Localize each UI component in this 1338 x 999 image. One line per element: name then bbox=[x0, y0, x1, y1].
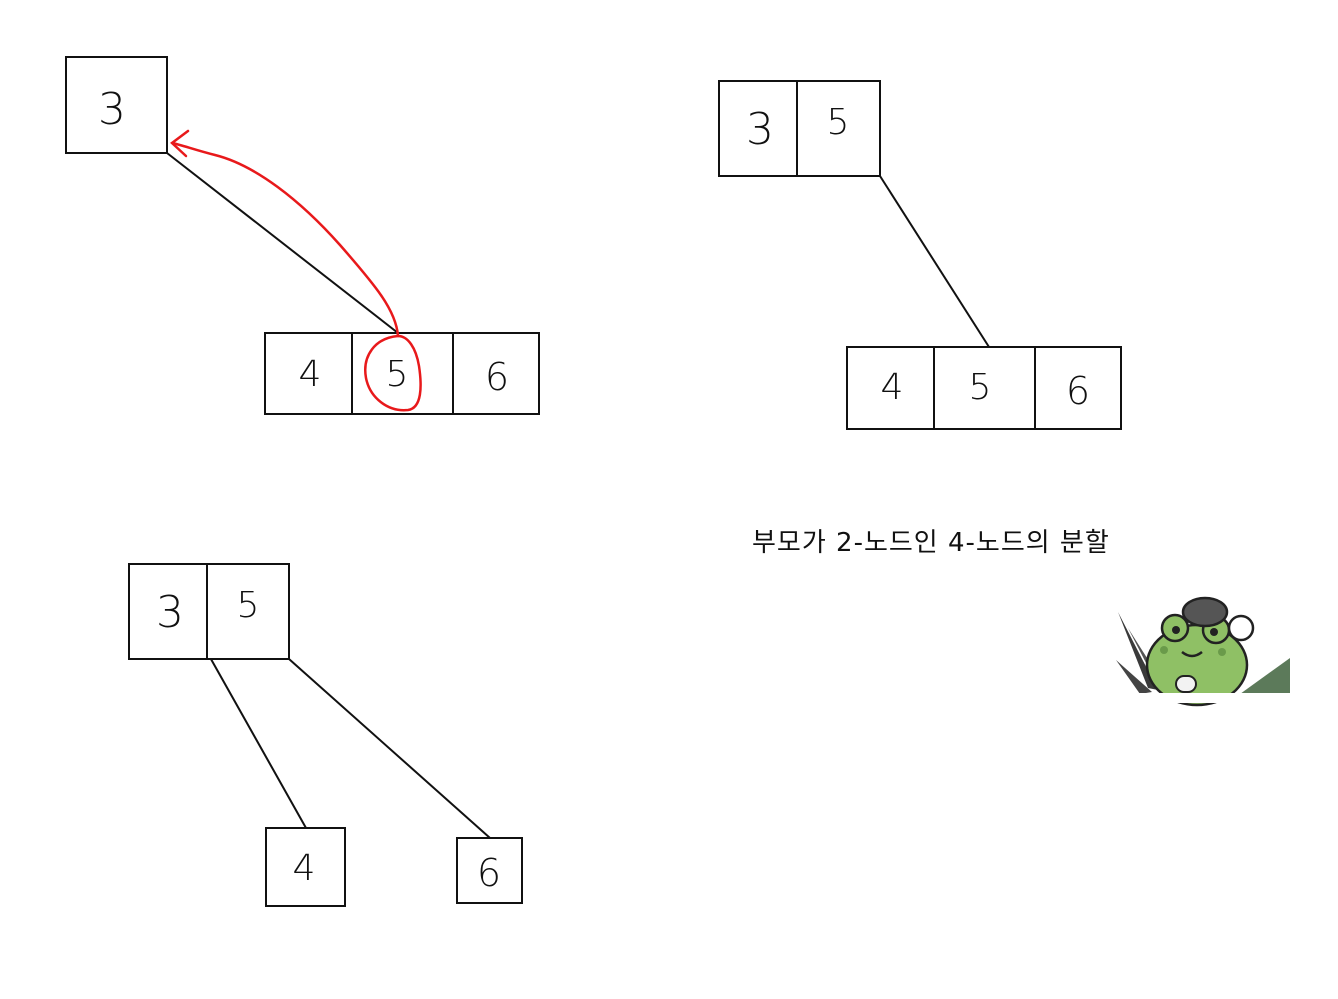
node-box bbox=[846, 346, 1122, 430]
node-key: 5 bbox=[237, 585, 260, 626]
node-key: 3 bbox=[98, 84, 126, 135]
parent-node-three-node: 3 5 bbox=[718, 80, 881, 177]
node-key: 6 bbox=[1066, 369, 1090, 413]
promotion-arrow bbox=[171, 141, 400, 337]
diagram-caption: 부모가 2-노드인 4-노드의 분할 bbox=[752, 528, 1110, 558]
tree-edge bbox=[206, 651, 307, 829]
promotion-annotation bbox=[170, 129, 422, 412]
node-key: 6 bbox=[485, 355, 509, 399]
node-key: 4 bbox=[881, 367, 904, 408]
panel-after-split: 3 5 4 6 bbox=[128, 563, 523, 907]
child-node-four-node: 4 5 6 bbox=[264, 332, 540, 415]
node-box bbox=[65, 56, 168, 154]
node-key: 4 bbox=[299, 354, 322, 395]
node-key: 3 bbox=[746, 104, 774, 155]
panel-after-promote: 3 5 4 5 6 bbox=[718, 80, 1122, 430]
arrow-head bbox=[170, 129, 190, 158]
node-key-promoted: 5 bbox=[386, 354, 409, 395]
parent-node: 3 bbox=[65, 56, 168, 154]
node-key: 5 bbox=[969, 367, 992, 408]
node-key: 5 bbox=[827, 102, 850, 143]
parent-node-three-node: 3 5 bbox=[128, 563, 290, 660]
node-box bbox=[264, 332, 540, 415]
node-key: 6 bbox=[477, 851, 501, 895]
tree-edge bbox=[166, 152, 399, 334]
frog-sticker-icon bbox=[1110, 596, 1295, 707]
child-node-right: 6 bbox=[456, 837, 523, 904]
tree-edge bbox=[288, 658, 491, 839]
node-box bbox=[265, 827, 346, 907]
child-node-four-node: 4 5 6 bbox=[846, 346, 1122, 430]
tree-edge bbox=[879, 175, 990, 348]
node-key: 4 bbox=[293, 848, 316, 889]
child-node-left: 4 bbox=[265, 827, 346, 907]
node-box bbox=[718, 80, 881, 177]
node-key: 3 bbox=[156, 587, 184, 638]
highlight-circle bbox=[364, 334, 422, 412]
node-box bbox=[128, 563, 290, 660]
panel-before-split: 3 4 5 6 bbox=[65, 56, 540, 415]
node-box bbox=[456, 837, 523, 904]
